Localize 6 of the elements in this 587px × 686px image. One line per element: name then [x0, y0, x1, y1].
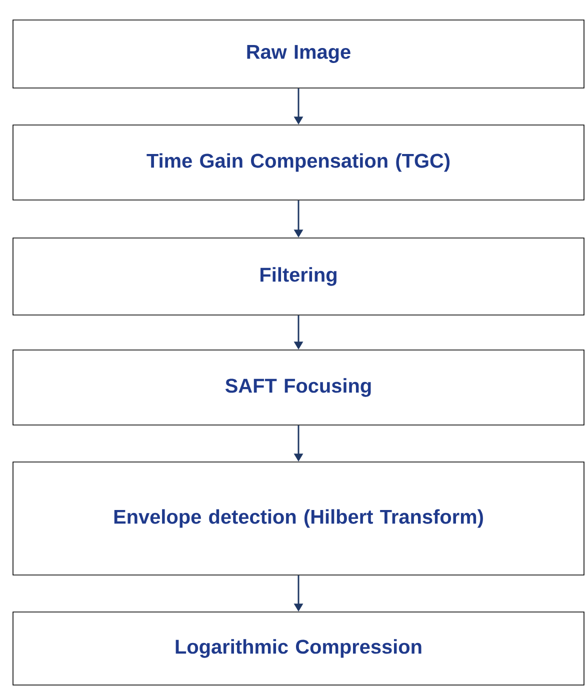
- process-box: Time Gain Compensation (TGC): [12, 124, 584, 200]
- process-box: Envelope detection (Hilbert Transform): [12, 462, 584, 576]
- process-box: Raw Image: [12, 20, 584, 88]
- process-box: Logarithmic Compression: [12, 612, 584, 686]
- process-box: Filtering: [12, 238, 584, 316]
- process-box: SAFT Focusing: [12, 350, 584, 426]
